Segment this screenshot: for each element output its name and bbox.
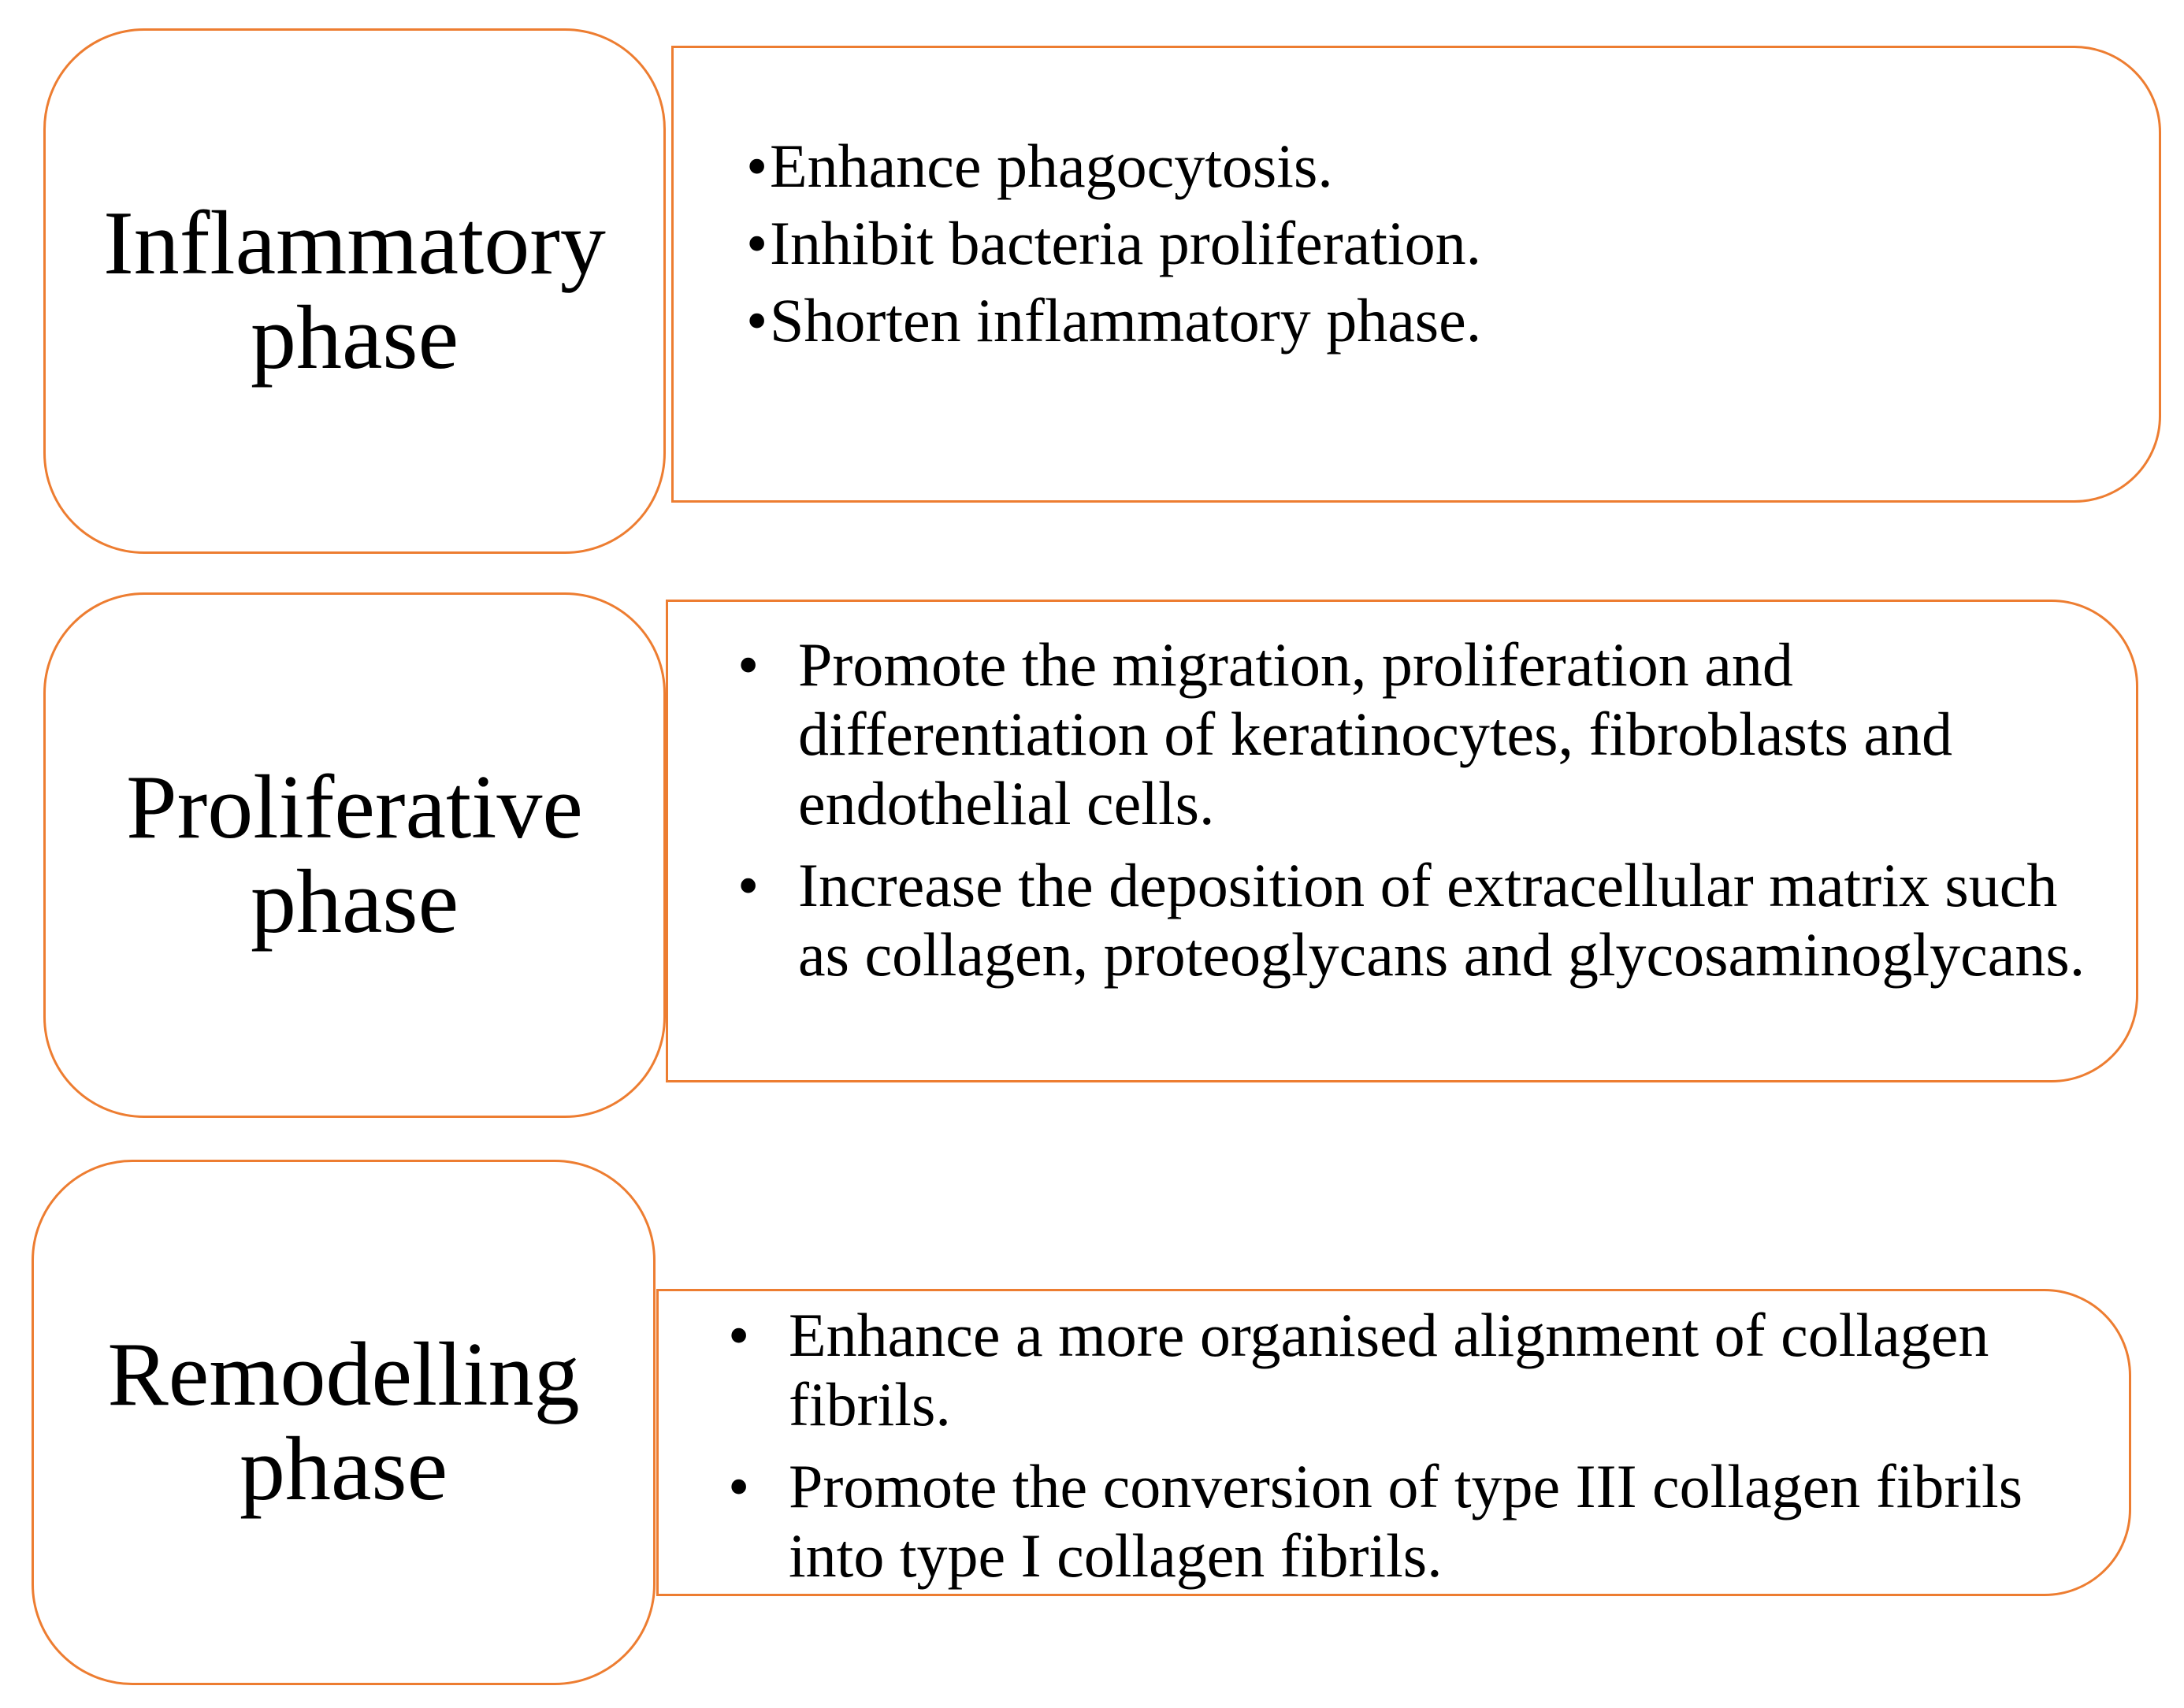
list-item: Promote the conversion of type III colla… xyxy=(728,1452,2083,1591)
list-item: Increase the deposition of extracellular… xyxy=(737,851,2093,990)
list-item: Enhance a more organised alignment of co… xyxy=(728,1301,2083,1439)
inflammatory-detail-box: Enhance phagocytosis. Inhibit bacteria p… xyxy=(671,46,2161,503)
proliferative-detail-box: Promote the migration, proliferation and… xyxy=(666,600,2138,1082)
list-item: Shorten inflammatory phase. xyxy=(746,286,2086,355)
remodelling-detail-box: Enhance a more organised alignment of co… xyxy=(656,1289,2131,1596)
inflammatory-point-list: Enhance phagocytosis. Inhibit bacteria p… xyxy=(746,132,2086,363)
inflammatory-phase-box: Inflammatory phase xyxy=(43,28,666,554)
proliferative-phase-label: Proliferative phase xyxy=(126,757,583,952)
list-item: Enhance phagocytosis. xyxy=(746,132,2086,201)
list-item: Inhibit bacteria proliferation. xyxy=(746,209,2086,278)
remodelling-point-list: Enhance a more organised alignment of co… xyxy=(728,1301,2083,1603)
list-item: Promote the migration, proliferation and… xyxy=(737,630,2093,838)
proliferative-phase-box: Proliferative phase xyxy=(43,592,666,1118)
proliferative-point-list: Promote the migration, proliferation and… xyxy=(737,630,2093,1002)
remodelling-phase-label: Remodelling phase xyxy=(107,1324,580,1520)
remodelling-phase-box: Remodelling phase xyxy=(32,1160,656,1685)
inflammatory-phase-label: Inflammatory phase xyxy=(103,193,606,388)
